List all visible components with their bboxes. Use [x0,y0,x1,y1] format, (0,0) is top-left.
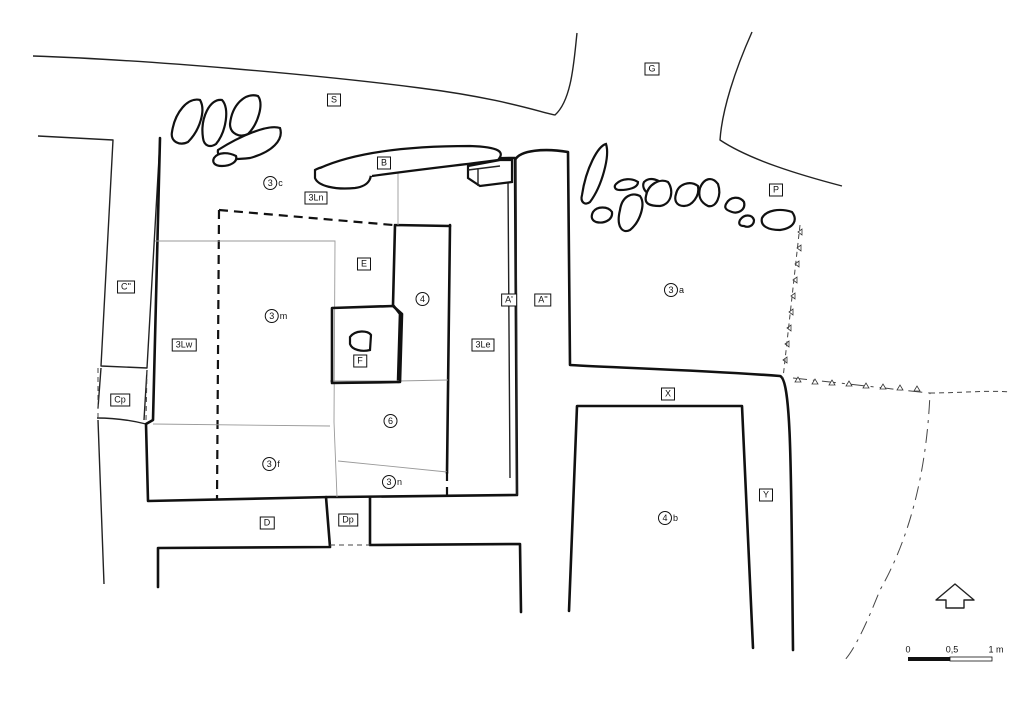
label-a-p: A' [501,293,517,307]
label-e: E [356,257,372,271]
dashed-enclosure [215,208,394,501]
circle-number: 3 [264,309,279,323]
stones-northwest [170,94,282,168]
label-6: 6 [383,414,399,428]
circle-suffix: a [678,285,685,295]
circle-number: 3 [381,475,396,489]
circle-suffix: n [396,477,403,487]
label-3ln: 3Ln [304,191,328,205]
label-x: X [660,387,676,401]
label-g: G [644,62,660,76]
wall-d-south [156,495,523,614]
label-p: P [768,183,784,197]
east-boundary-line [719,31,843,187]
label-3le: 3Le [471,338,495,352]
wall-inner-east [507,159,518,496]
wall-west-lower [96,417,147,585]
circle-number: 3 [663,283,678,297]
label-s: S [326,93,342,107]
circle-number: 6 [383,414,398,428]
stones-p [580,142,796,233]
label-c-dpp: C'' [117,280,135,294]
circle-number: 3 [263,176,278,190]
circle-number: 4 [415,292,430,306]
label-a-pp: A'' [534,293,552,307]
stone-in-f [348,330,373,352]
label-b: B [376,156,392,170]
wall-west-cp [97,367,148,421]
enclosure-outer-wall [144,136,795,652]
room-f-outline [330,304,404,385]
scale-label-one: 1 m [988,644,1004,655]
circle-suffix: c [278,178,283,188]
stone-b-cap [319,144,502,178]
wall-west-c [37,135,161,369]
scale-bar [908,656,993,662]
circle-number: 3 [262,457,277,471]
block-ne-inner [467,165,501,186]
label-d: D [259,516,275,530]
north-boundary-line [32,32,578,116]
label-4: 4 [415,292,431,306]
circle-number: 4 [657,511,672,525]
block-ne [466,158,514,188]
label-dp: Dp [338,513,358,527]
circle-suffix: b [672,513,679,523]
circle-suffix: m [279,311,288,321]
triangle-markers [782,228,921,392]
east-dashed-line [929,390,1011,394]
boundary-dotted [782,224,801,379]
wall-3Le-west [445,223,452,475]
scale-label-half: 0,5 [945,644,959,655]
scale-label-zero: 0 [905,644,911,655]
label-cp: Cp [110,393,130,407]
label-y: Y [758,488,774,502]
circle-suffix: f [277,459,280,469]
label-f: F [353,354,367,368]
internal-divisions [152,158,449,498]
north-arrow-icon [935,583,975,609]
east-irregular-line [792,377,931,663]
structure-4b [567,404,755,650]
label-3lw: 3Lw [171,338,197,352]
